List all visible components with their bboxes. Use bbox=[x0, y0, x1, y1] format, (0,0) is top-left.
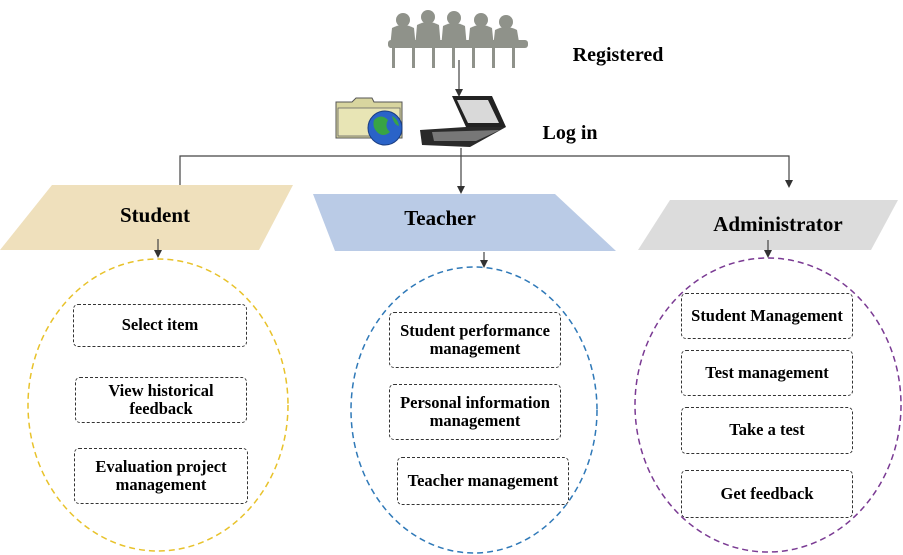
login-label: Log in bbox=[542, 122, 598, 144]
admin-item-student-management: Student Management bbox=[681, 293, 853, 339]
student-shape bbox=[0, 185, 293, 250]
administrator-shape bbox=[638, 200, 898, 250]
role-teacher: Teacher bbox=[404, 206, 476, 230]
student-item-select-item: Select item bbox=[73, 304, 247, 347]
admin-item-get-feedback: Get feedback bbox=[681, 470, 853, 518]
teacher-ellipse bbox=[350, 266, 598, 554]
people-meeting-icon bbox=[388, 10, 528, 68]
student-item-evaluation-project-management: Evaluation project management bbox=[74, 448, 248, 504]
student-ellipse bbox=[27, 258, 289, 552]
admin-item-take-a-test: Take a test bbox=[681, 407, 853, 454]
folder-globe-icon bbox=[335, 97, 403, 146]
admin-item-test-management: Test management bbox=[681, 350, 853, 396]
administrator-ellipse bbox=[634, 257, 902, 553]
teacher-item-personal-information-management: Personal information management bbox=[389, 384, 561, 440]
student-item-view-historical-feedback: View historical feedback bbox=[75, 377, 247, 423]
teacher-item-teacher-management: Teacher management bbox=[397, 457, 569, 505]
registered-label: Registered bbox=[572, 44, 664, 66]
role-administrator: Administrator bbox=[713, 212, 843, 236]
teacher-item-student-performance-management: Student performance management bbox=[389, 312, 561, 368]
teacher-shape bbox=[313, 194, 616, 251]
role-student: Student bbox=[119, 203, 191, 227]
laptop-icon bbox=[420, 96, 506, 147]
